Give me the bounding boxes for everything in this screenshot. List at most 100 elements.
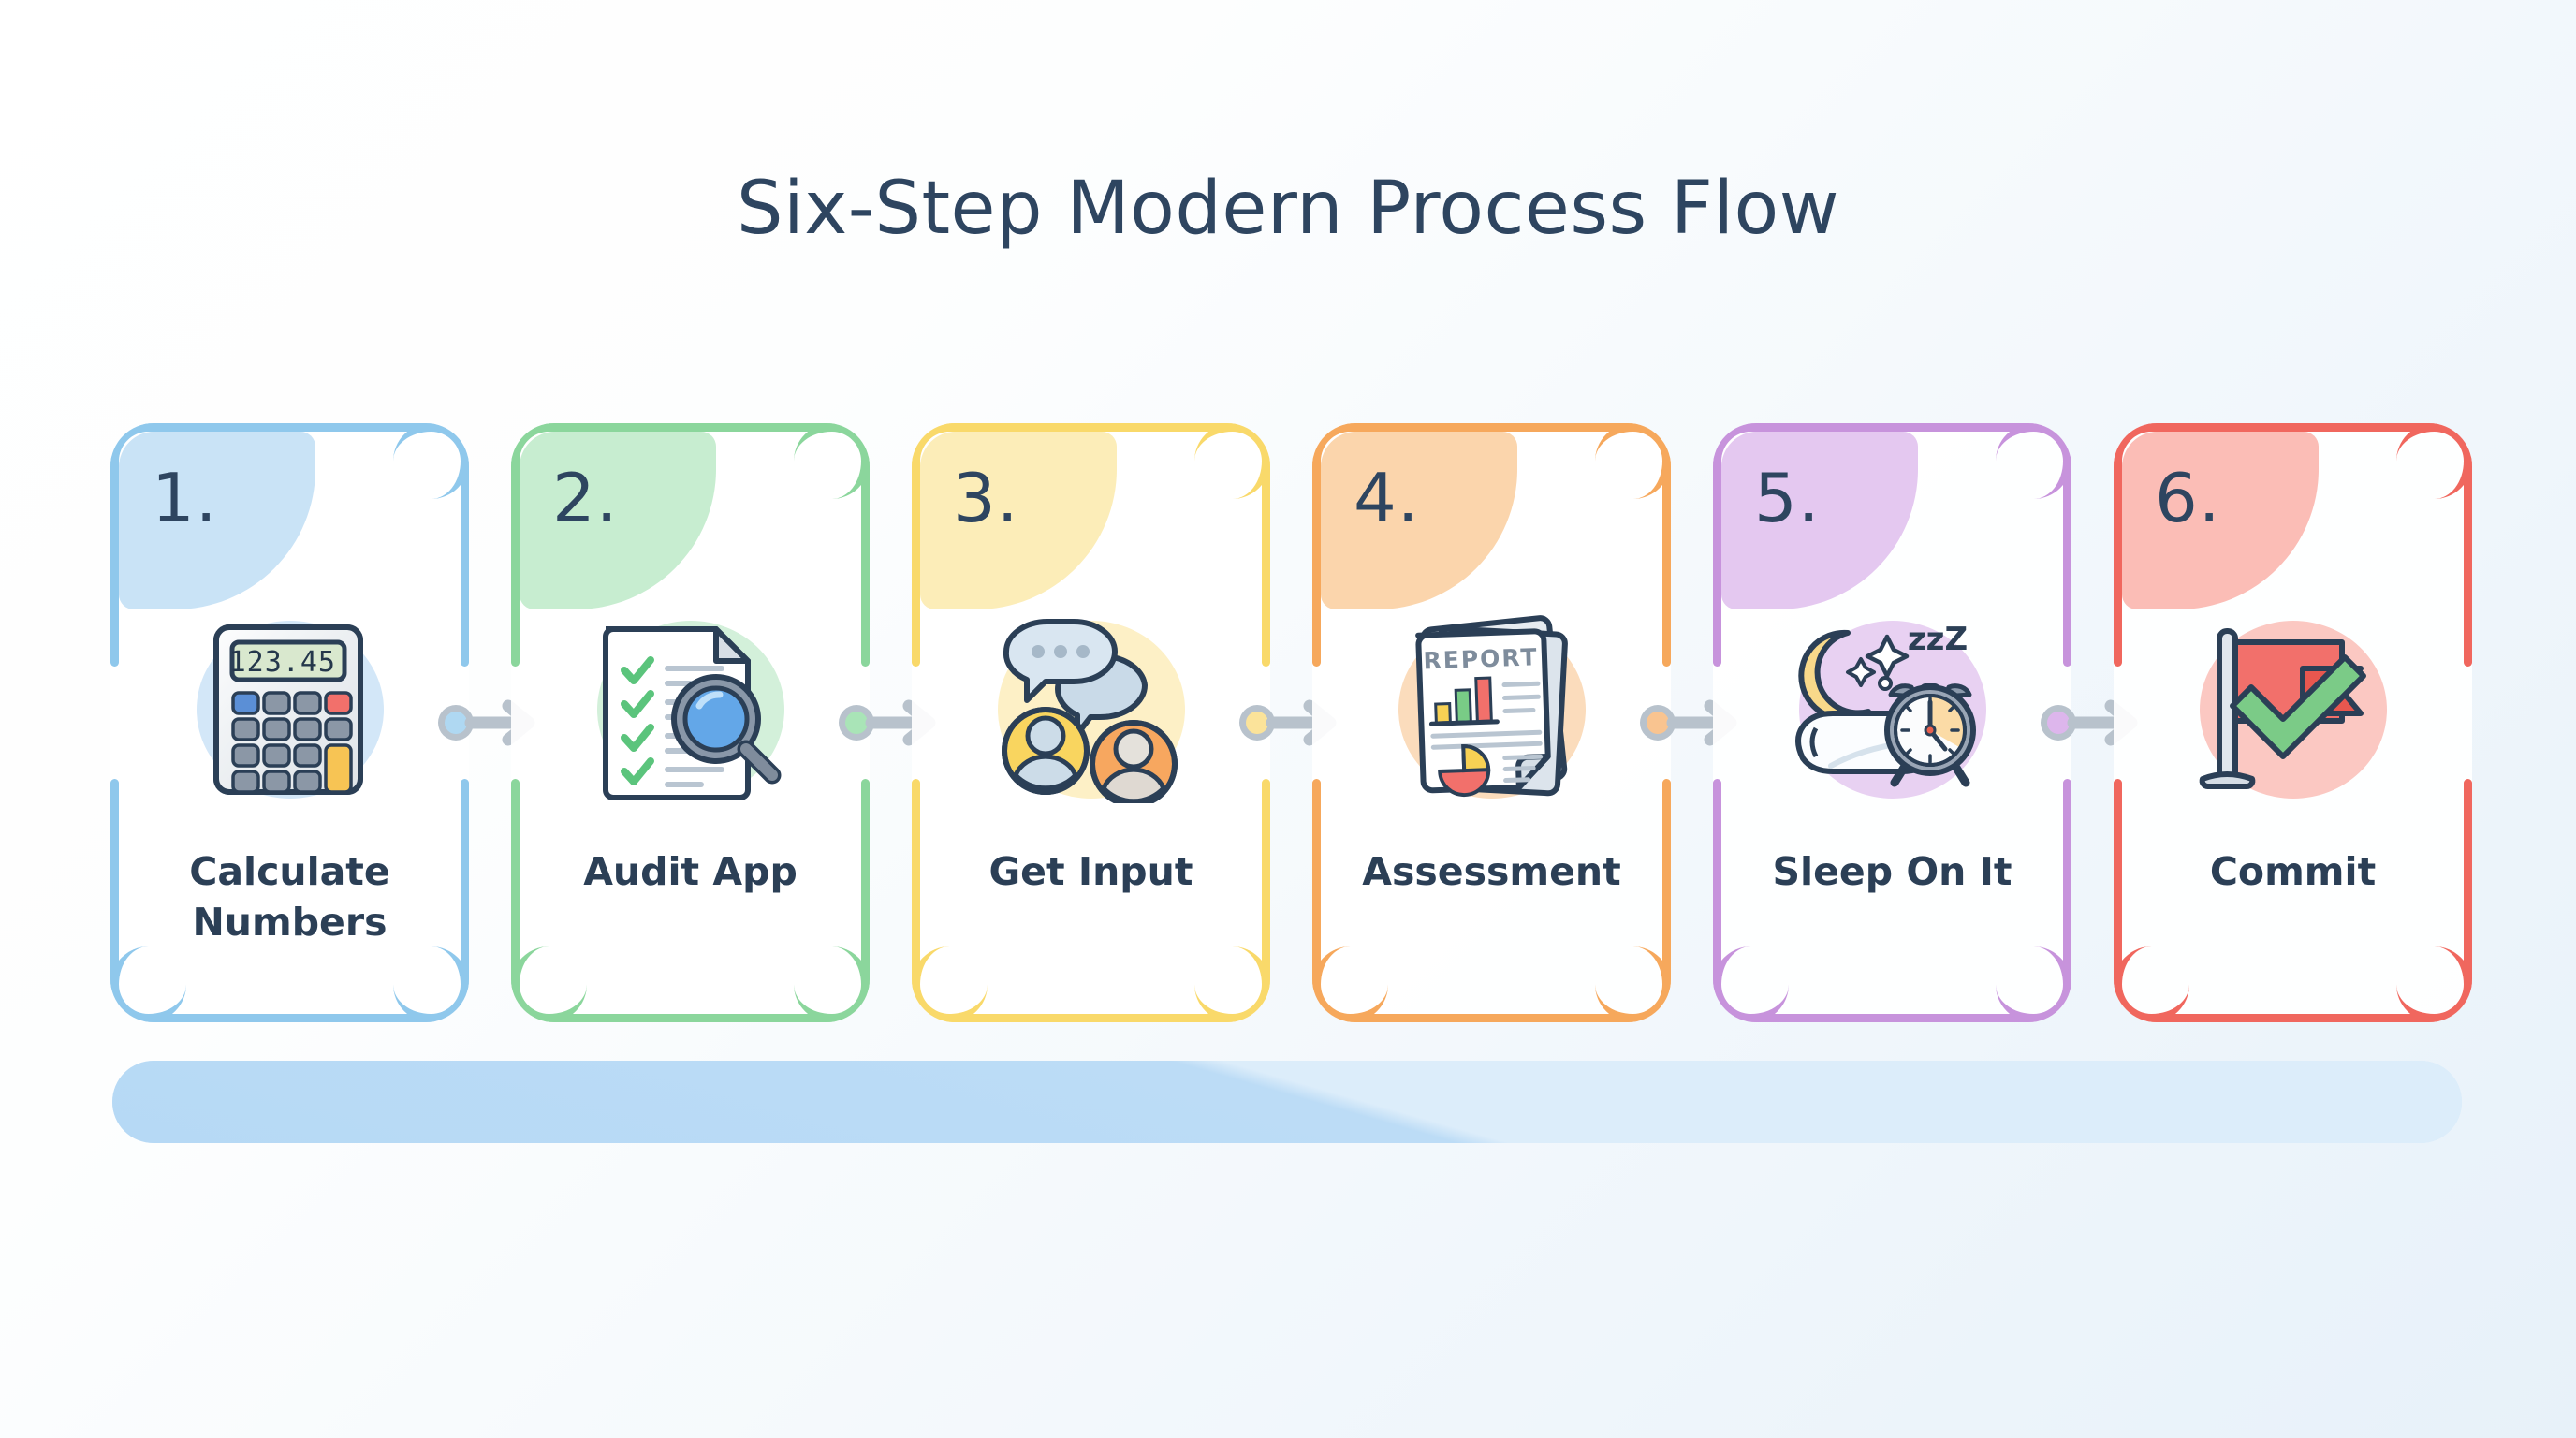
step-label-line-1: Audit App bbox=[583, 849, 798, 894]
card-border-edge bbox=[1713, 779, 1721, 990]
connector-gap bbox=[1238, 423, 1336, 1022]
connector-gap bbox=[2040, 423, 2137, 1022]
card-border-edge bbox=[2145, 1014, 2440, 1022]
card-border-edge bbox=[861, 455, 870, 667]
step-label-line-2: Numbers bbox=[192, 900, 388, 946]
card-border-corner bbox=[2114, 946, 2189, 1022]
card-border-corner bbox=[110, 423, 186, 499]
card-border-edge bbox=[912, 455, 920, 667]
card-border-corner bbox=[1312, 946, 1388, 1022]
moon-pillow-alarm-clock-icon: zzZ bbox=[1794, 621, 1976, 787]
card-border-edge bbox=[543, 423, 838, 432]
step-illustration bbox=[2114, 597, 2472, 822]
step-illustration bbox=[912, 597, 1270, 822]
card-border-edge bbox=[912, 779, 920, 990]
card-border-corner bbox=[393, 946, 469, 1022]
svg-text:zzZ: zzZ bbox=[1907, 621, 1967, 658]
card-border-corner bbox=[912, 423, 988, 499]
card-frame: 3. Get Input bbox=[912, 423, 1270, 1022]
card-border-edge bbox=[142, 1014, 437, 1022]
svg-text:123.45: 123.45 bbox=[228, 646, 335, 679]
card-border-edge bbox=[1344, 1014, 1639, 1022]
card-border-corner bbox=[1996, 946, 2071, 1022]
connector-gap bbox=[838, 423, 935, 1022]
step-label-line-1: Assessment bbox=[1362, 849, 1621, 894]
card-border-edge bbox=[461, 779, 469, 990]
connector-gap bbox=[1639, 423, 1736, 1022]
card-border-corner bbox=[794, 946, 870, 1022]
card-border-edge bbox=[2464, 455, 2472, 667]
card-frame: 6. Commit bbox=[2114, 423, 2472, 1022]
step-label: Assessment bbox=[1325, 846, 1658, 897]
page-title: Six-Step Modern Process Flow bbox=[736, 167, 1840, 251]
step-number: 1. bbox=[152, 459, 218, 537]
card-border-edge bbox=[110, 455, 119, 667]
card-border-edge bbox=[1713, 455, 1721, 667]
card-frame: 4. REPORT A bbox=[1312, 423, 1671, 1022]
card-border-edge bbox=[1745, 423, 2040, 432]
step-number: 6. bbox=[2155, 459, 2221, 537]
card-border-edge bbox=[1745, 1014, 2040, 1022]
card-frame: 5. zzZ Sleep On It bbox=[1713, 423, 2071, 1022]
card-border-edge bbox=[2063, 779, 2071, 990]
card-border-corner bbox=[511, 423, 587, 499]
card-border-corner bbox=[1194, 423, 1270, 499]
step-label: Get Input bbox=[925, 846, 1257, 897]
step-label-line-1: Get Input bbox=[988, 849, 1193, 894]
card-border-edge bbox=[2114, 455, 2122, 667]
card-border-corner bbox=[2396, 423, 2472, 499]
process-step-card-3[interactable]: 3. Get Input bbox=[912, 423, 1270, 1022]
card-border-edge bbox=[944, 1014, 1238, 1022]
card-border-edge bbox=[110, 779, 119, 990]
step-number: 4. bbox=[1354, 459, 1420, 537]
card-border-corner bbox=[912, 946, 988, 1022]
process-step-card-4[interactable]: 4. REPORT A bbox=[1312, 423, 1671, 1022]
step-illustration: REPORT bbox=[1312, 597, 1671, 822]
card-border-edge bbox=[1662, 779, 1671, 990]
card-border-edge bbox=[543, 1014, 838, 1022]
card-border-edge bbox=[142, 423, 437, 432]
checklist-magnifier-icon bbox=[602, 626, 781, 800]
card-border-corner bbox=[1595, 946, 1671, 1022]
decorative-bar bbox=[112, 1061, 2462, 1143]
card-border-corner bbox=[1996, 423, 2071, 499]
decorative-bar-gradient bbox=[112, 1061, 2462, 1143]
card-border-edge bbox=[944, 423, 1238, 432]
process-step-card-2[interactable]: 2. Audit App bbox=[511, 423, 870, 1022]
card-border-edge bbox=[1312, 779, 1321, 990]
speech-bubbles-avatars-icon bbox=[1001, 619, 1178, 803]
card-border-edge bbox=[2114, 779, 2122, 990]
card-border-corner bbox=[1713, 946, 1789, 1022]
step-number: 5. bbox=[1754, 459, 1821, 537]
card-border-corner bbox=[794, 423, 870, 499]
step-label: Sleep On It bbox=[1726, 846, 2058, 897]
process-step-card-6[interactable]: 6. Commit bbox=[2114, 423, 2472, 1022]
card-border-corner bbox=[110, 946, 186, 1022]
card-border-edge bbox=[511, 779, 520, 990]
step-illustration: 123.45 bbox=[110, 597, 469, 822]
card-border-corner bbox=[393, 423, 469, 499]
card-border-corner bbox=[1312, 423, 1388, 499]
card-border-corner bbox=[1194, 946, 1270, 1022]
process-step-card-5[interactable]: 5. zzZ Sleep On It bbox=[1713, 423, 2071, 1022]
card-border-edge bbox=[1262, 455, 1270, 667]
card-border-corner bbox=[2396, 946, 2472, 1022]
card-border-edge bbox=[1312, 455, 1321, 667]
step-label-line-1: Commit bbox=[2209, 849, 2377, 894]
card-border-corner bbox=[1595, 423, 1671, 499]
step-illustration: zzZ bbox=[1713, 597, 2071, 822]
svg-text:REPORT: REPORT bbox=[1423, 643, 1539, 674]
card-border-edge bbox=[1262, 779, 1270, 990]
card-border-edge bbox=[1344, 423, 1639, 432]
step-label: Audit App bbox=[524, 846, 856, 897]
step-label-line-1: Sleep On It bbox=[1772, 849, 2012, 894]
card-border-edge bbox=[861, 779, 870, 990]
step-label-line-1: Calculate bbox=[189, 849, 390, 894]
calculator-icon: 123.45 bbox=[212, 624, 363, 795]
card-border-corner bbox=[511, 946, 587, 1022]
card-border-edge bbox=[2145, 423, 2440, 432]
